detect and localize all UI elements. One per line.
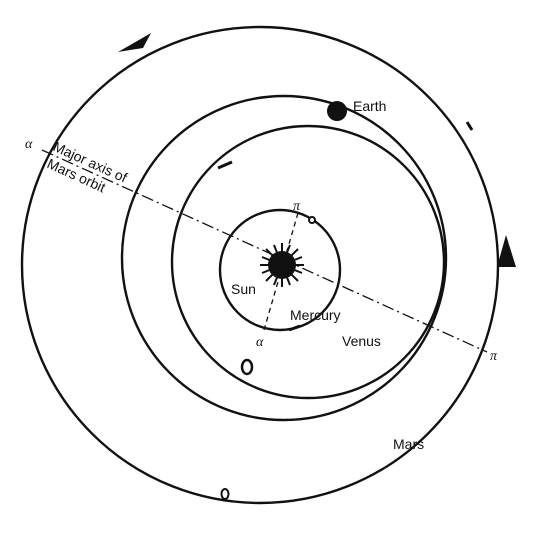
earth-planet-icon (327, 101, 347, 121)
venus-orbit (170, 124, 446, 400)
sun-icon (260, 243, 304, 287)
earth-orbit (120, 94, 448, 422)
earth-orbit-tick-icon (465, 121, 474, 131)
mercury-apsidal-line (263, 212, 299, 331)
mercury-perihelion-pi-label: π (293, 199, 301, 214)
mars-perihelion-pi-label: π (490, 349, 498, 364)
mercury-aphelion-alpha-label: α (256, 335, 264, 350)
venus-planet-icon (240, 358, 254, 376)
mercury-orbit (218, 208, 342, 332)
mars-planet-icon (220, 488, 230, 500)
sun-label: Sun (231, 281, 256, 297)
venus-orbit-tick-icon (217, 160, 233, 170)
mercury-orbit-tick-icon (288, 324, 301, 332)
earth-label: Earth (353, 98, 386, 114)
venus-label: Venus (342, 333, 381, 349)
mars-orbit-arrow-top-icon (118, 33, 151, 52)
mars-orbit-arrow-right-icon (497, 235, 516, 267)
mars-major-axis-line (41, 149, 488, 353)
mars-label: Mars (393, 436, 424, 452)
mars-aphelion-alpha-label: α (25, 137, 33, 152)
mercury-label: Mercury (290, 307, 341, 323)
mercury-planet-icon (308, 216, 316, 224)
